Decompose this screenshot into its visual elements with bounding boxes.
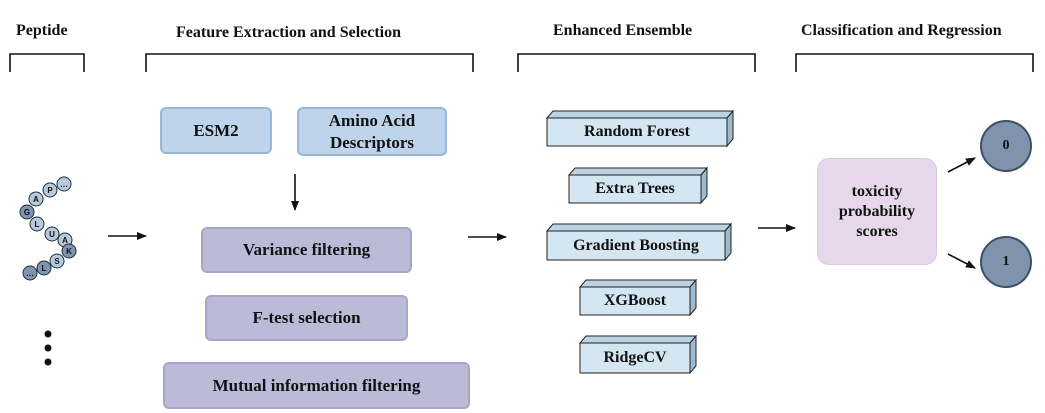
cube-ridgecv: [578, 334, 698, 375]
mutual-information-filtering-box: Mutual information filtering: [163, 362, 470, 409]
peptide-bead-label: L: [42, 264, 47, 273]
gradient-boosting-label: Gradient Boosting: [573, 236, 699, 254]
peptide-bead: [19, 204, 35, 220]
peptide-bead: [61, 243, 77, 259]
random-forest-label: Random Forest: [584, 123, 690, 140]
peptide-bead: [28, 191, 44, 207]
peptide-bead-label: U: [49, 230, 55, 239]
peptide-bead: [44, 226, 60, 242]
variance-filtering-box: Variance filtering: [201, 227, 412, 273]
cube-extra-trees: [567, 166, 709, 205]
arrow-to-output-0: [947, 157, 976, 173]
xgboost-label: XGBoost: [603, 292, 667, 309]
peptide-bead: [29, 216, 45, 232]
header-classification: Classification and Regression: [801, 22, 1002, 39]
peptide-bead: [56, 176, 72, 192]
peptide-bead-label: A: [33, 195, 39, 204]
peptide-bead-label: S: [54, 257, 60, 266]
cube-xgboost: [578, 278, 698, 317]
bracket-ensemble: [517, 53, 756, 72]
peptide-chain: …PAGLUAKSL…: [19, 176, 77, 281]
peptide-bead-label: …: [60, 180, 68, 189]
header-peptide: Peptide: [16, 22, 68, 39]
peptide-bead-label: P: [47, 186, 53, 195]
amino-acid-descriptors-box: Amino Acid Descriptors: [297, 107, 447, 156]
ellipsis-dot: [44, 330, 52, 338]
bracket-peptide: [9, 53, 85, 72]
ellipsis-dot: [44, 358, 52, 366]
peptide-bead-label: G: [24, 208, 30, 217]
amino-acid-descriptors-label: Amino Acid Descriptors: [328, 111, 416, 152]
f-test-selection-label: F-test selection: [252, 308, 361, 328]
esm2-box: ESM2: [160, 107, 272, 154]
peptide-bead-label: …: [26, 269, 34, 278]
toxicity-scores-box: toxicity probability scores: [817, 158, 937, 265]
ellipsis-dot: [44, 344, 52, 352]
peptide-bead-label: K: [66, 247, 72, 256]
toxicity-scores-label: toxicity probability scores: [838, 182, 916, 240]
peptide-bead-label: A: [62, 236, 68, 245]
bracket-classification: [795, 53, 1034, 72]
peptide-bead: [22, 265, 38, 281]
peptide-bead-label: L: [35, 220, 40, 229]
f-test-selection-box: F-test selection: [205, 295, 408, 341]
arrow-to-output-1: [947, 253, 976, 269]
peptide-bead: [42, 182, 58, 198]
cube-gradient-boosting: [545, 222, 733, 262]
output-circle-1: [980, 236, 1032, 288]
mutual-information-filtering-label: Mutual information filtering: [212, 375, 421, 395]
bracket-feature: [145, 53, 474, 72]
cube-random-forest: [545, 109, 735, 148]
output-label-0: 0: [1002, 138, 1010, 153]
peptide-bead: [49, 253, 65, 269]
output-label-1: 1: [1002, 254, 1010, 269]
peptide-bead: [36, 260, 52, 276]
variance-filtering-label: Variance filtering: [242, 240, 371, 260]
header-enhanced-ensemble: Enhanced Ensemble: [553, 22, 693, 39]
ridgecv-label: RidgeCV: [603, 349, 667, 366]
header-feature-extraction: Feature Extraction and Selection: [176, 24, 402, 41]
esm2-label: ESM2: [193, 120, 239, 140]
extra-trees-label: Extra Trees: [595, 180, 675, 197]
output-circle-0: [980, 120, 1032, 172]
